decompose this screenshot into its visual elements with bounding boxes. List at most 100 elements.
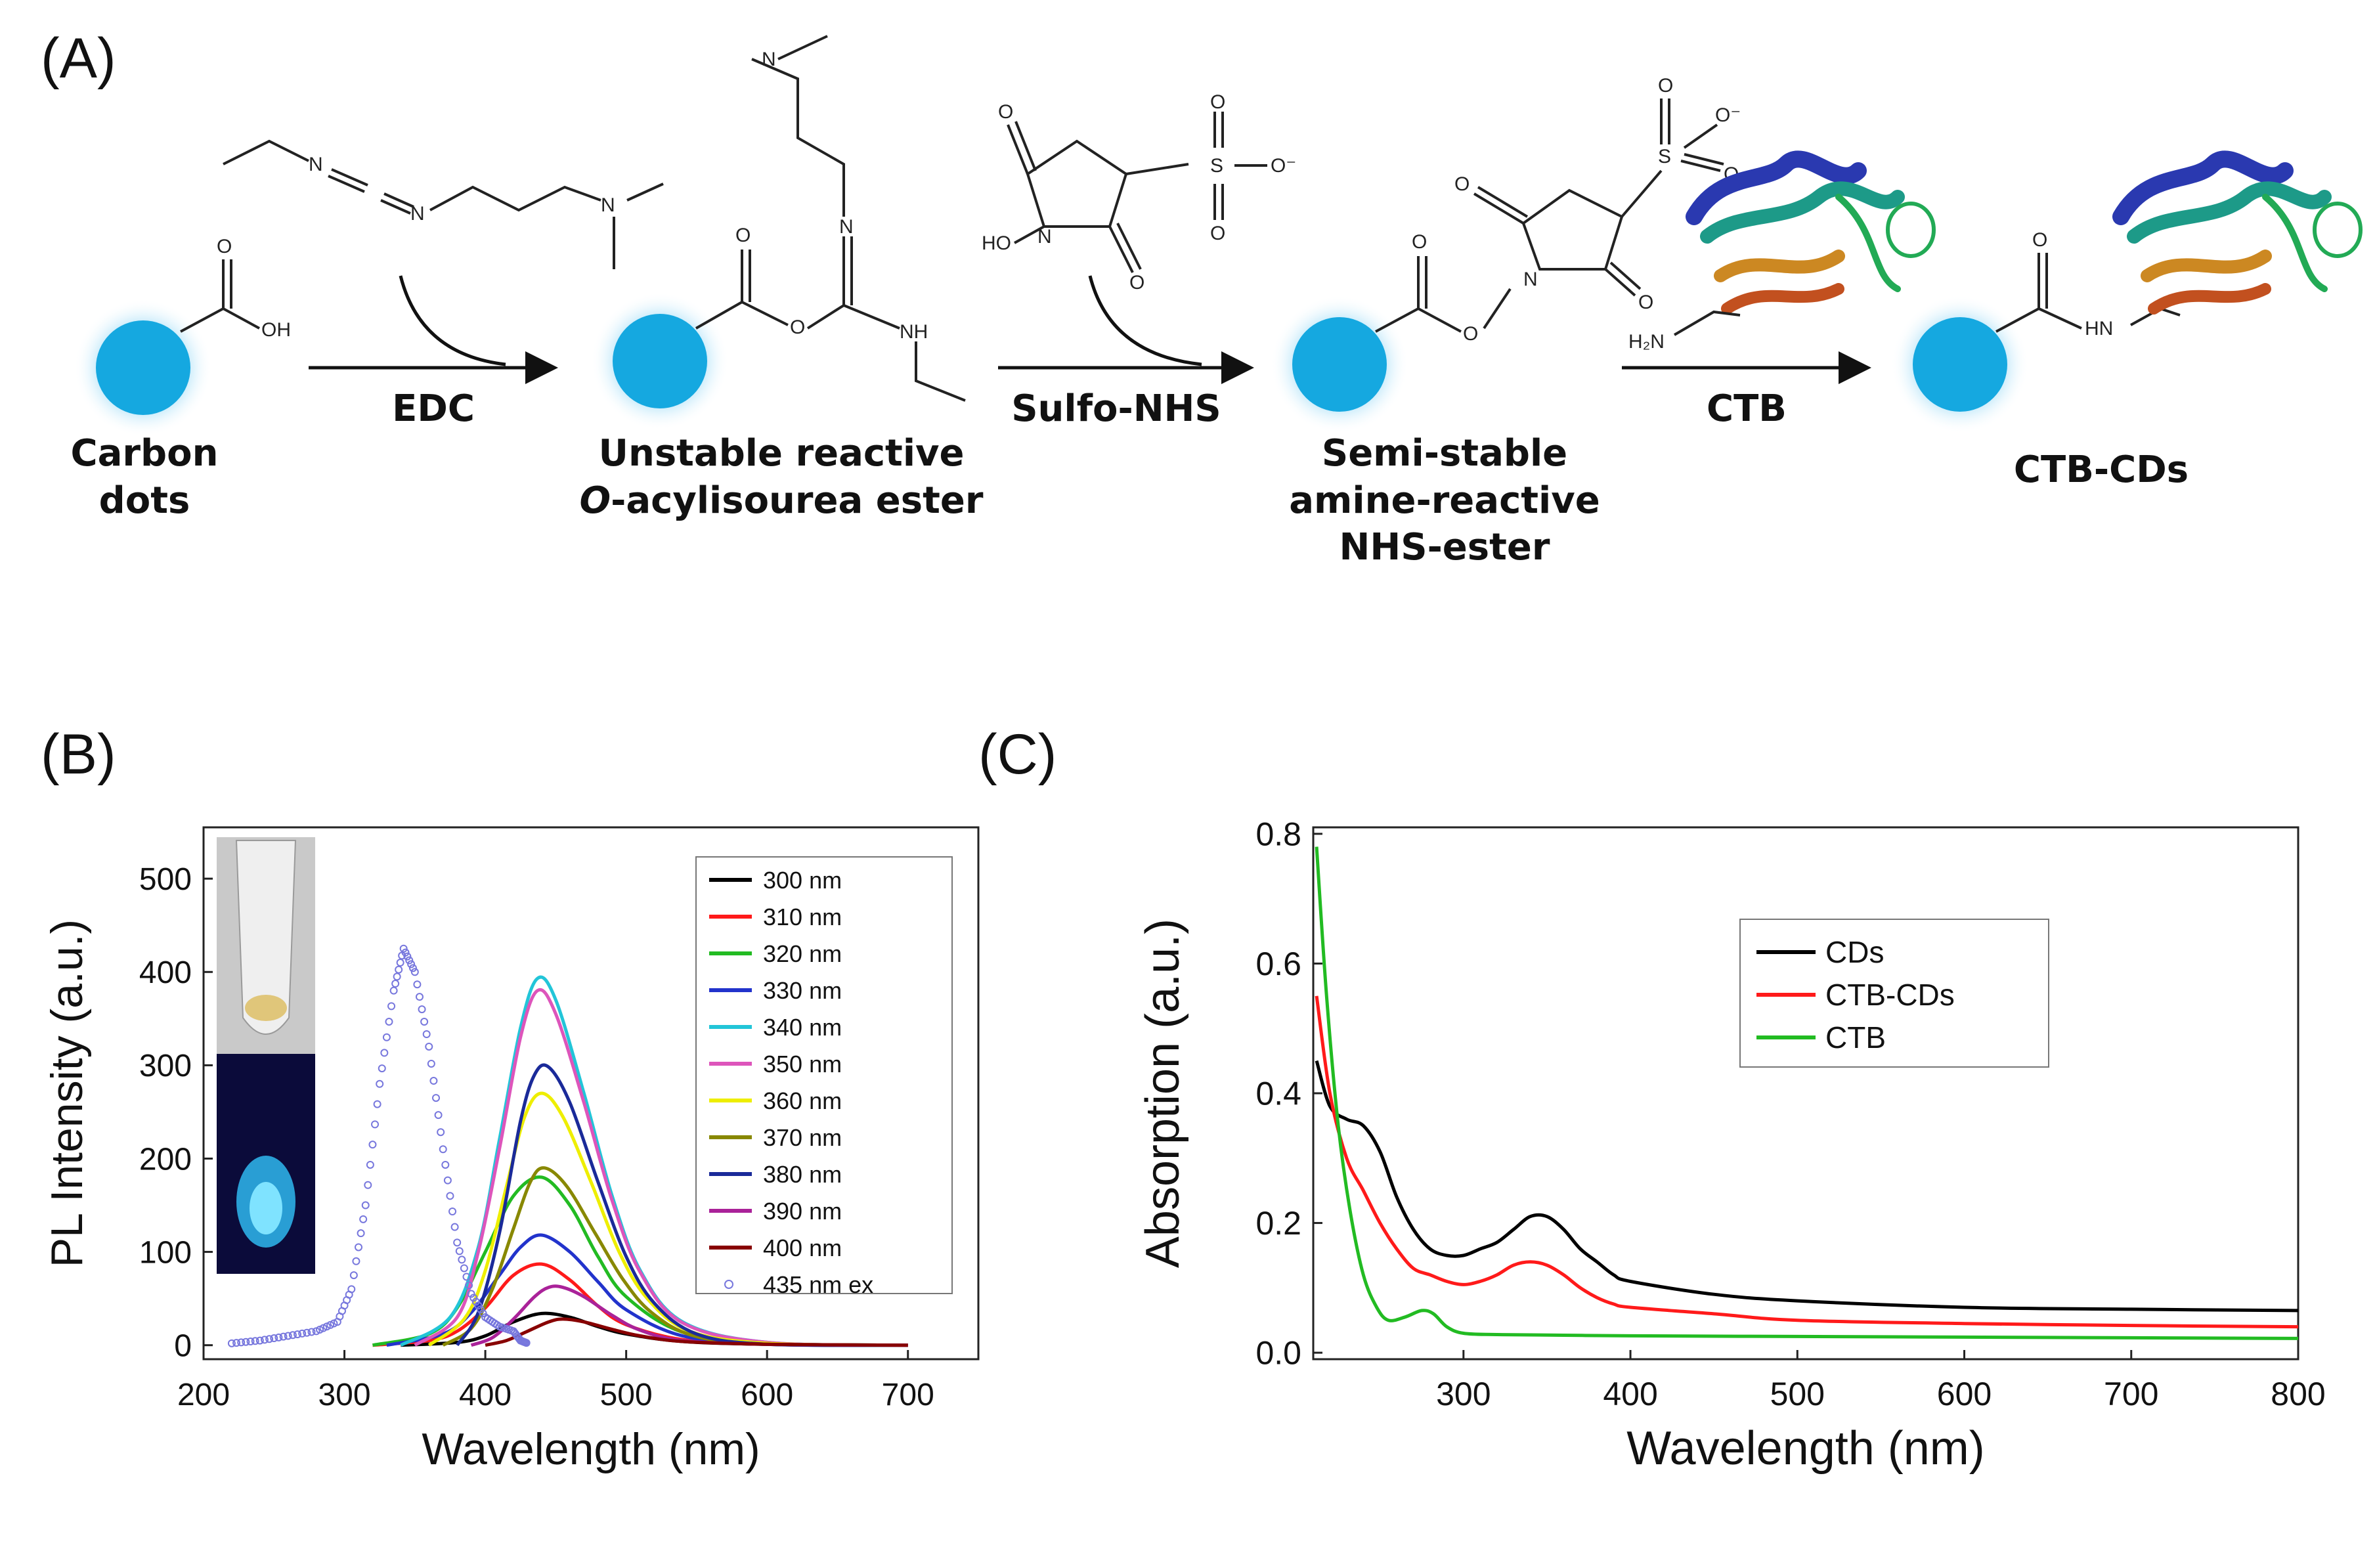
atom-label: O [1454, 173, 1470, 195]
data-point [439, 1145, 447, 1154]
data-point [441, 1160, 450, 1169]
data-point [349, 1271, 358, 1280]
x-axis-label: Wavelength (nm) [422, 1424, 760, 1474]
series-group [227, 944, 908, 1347]
data-point [270, 1334, 278, 1343]
data-point [467, 1290, 475, 1298]
data-point [393, 972, 401, 981]
series-line [456, 1063, 908, 1347]
carbon-dot-4 [1891, 295, 2029, 433]
data-point [448, 1208, 457, 1215]
data-point [425, 1042, 433, 1051]
atom-label: O [217, 236, 232, 257]
atom-label: N [1037, 226, 1052, 248]
y-tick-label: 500 [139, 862, 192, 897]
legend-label: 370 nm [763, 1124, 842, 1151]
ctb-protein-ribbon [2112, 150, 2363, 315]
data-point [458, 1255, 466, 1264]
data-point [437, 1128, 445, 1137]
series-line [1315, 995, 2298, 1329]
data-point [265, 1335, 274, 1343]
data-point [450, 1223, 459, 1231]
atom-label: N [839, 216, 854, 238]
data-point [418, 1005, 426, 1014]
atom-label: O [1412, 231, 1427, 253]
data-point [303, 1328, 311, 1337]
y-tick-label: 0.4 [1255, 1076, 1301, 1112]
atom-label: O [1638, 292, 1653, 313]
data-point [366, 1160, 374, 1169]
atom-label: O [1658, 75, 1673, 97]
series-line [1315, 1060, 2298, 1313]
y-tick-label: 0.8 [1255, 816, 1301, 852]
data-point [279, 1332, 288, 1341]
y-tick-label: 0.6 [1255, 946, 1301, 982]
atom-label: HN [2085, 318, 2113, 339]
data-point [462, 1273, 471, 1281]
data-point [246, 1338, 255, 1345]
data-point [255, 1336, 264, 1345]
data-point [380, 1049, 389, 1057]
data-point [389, 986, 398, 995]
series-line [414, 988, 908, 1347]
vial-liquid [245, 995, 287, 1021]
data-point [432, 1094, 440, 1102]
data-point [382, 1033, 391, 1041]
step-label-nhs-ester: Semi-stable amine-reactive NHS-ester [1289, 432, 1600, 569]
series-line [1315, 846, 2298, 1340]
atom-label: N [410, 203, 425, 225]
data-point [359, 1215, 368, 1223]
legend-label: 300 nm [763, 867, 842, 894]
reagent-sulfo-nhs: Sulfo-NHS [1011, 387, 1221, 430]
atom-label: HO [982, 232, 1011, 254]
plot-frame [202, 826, 980, 1361]
atom-label: O⁻ [1271, 155, 1296, 177]
legend-label: CDs [1825, 935, 1884, 969]
legend-label: 390 nm [763, 1198, 842, 1225]
data-point [410, 968, 419, 976]
data-point [307, 1328, 316, 1336]
y-tick-label: 300 [139, 1049, 192, 1083]
atom-label: O [790, 316, 805, 338]
atom-label: NH [900, 321, 928, 343]
reaction-scheme: O OH N O N N O O N NH N [74, 35, 2363, 437]
x-tick-label: 600 [741, 1378, 793, 1412]
data-point [407, 960, 416, 969]
legend-label: CTB [1825, 1020, 1886, 1055]
edc-molecule [223, 139, 664, 269]
atom-label: O [1210, 91, 1225, 113]
data-point [242, 1338, 250, 1346]
atom-label: N [309, 154, 323, 175]
data-point [274, 1333, 283, 1341]
data-point [251, 1337, 259, 1345]
data-point [399, 944, 408, 953]
data-point [391, 980, 400, 988]
data-point [232, 1339, 241, 1347]
data-point [355, 1243, 362, 1252]
x-tick-label: 600 [1937, 1376, 1992, 1412]
x-tick-label: 700 [2104, 1376, 2158, 1412]
data-point [395, 965, 403, 974]
carbon-dot-3 [1271, 295, 1408, 433]
data-point [446, 1192, 454, 1200]
data-point [298, 1329, 307, 1338]
data-point [364, 1181, 372, 1189]
ctb-protein-ribbon [1686, 150, 1936, 315]
data-point [288, 1331, 297, 1339]
data-point [469, 1294, 478, 1302]
carbon-dot-2 [591, 292, 729, 430]
data-point [378, 1064, 386, 1073]
data-point [408, 964, 417, 972]
legend-label: 380 nm [763, 1161, 842, 1188]
legend-label: 310 nm [763, 904, 842, 930]
x-tick-label: 700 [882, 1378, 934, 1412]
data-point [284, 1332, 292, 1340]
x-axis-label: Wavelength (nm) [1626, 1422, 1985, 1475]
data-point [415, 993, 424, 1001]
curved-arrow [399, 275, 506, 366]
data-point [294, 1330, 302, 1339]
atom-label: O [735, 225, 751, 246]
data-point [396, 959, 404, 967]
atom-label: S [1658, 146, 1671, 167]
